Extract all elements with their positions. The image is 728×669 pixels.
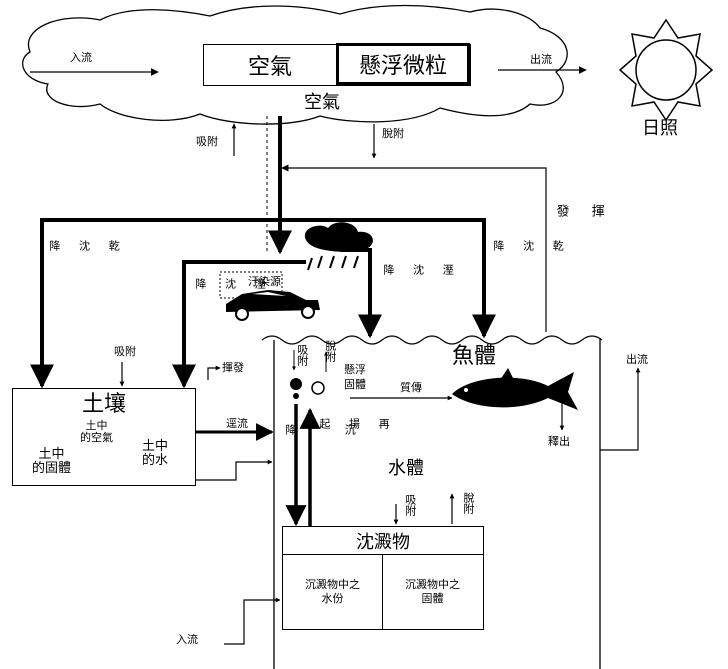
air-inflow-label: 入流	[70, 52, 92, 63]
suspended-solids-label: 懸浮 固體	[344, 362, 366, 393]
sediment-adsorb-label: 吸附	[402, 494, 417, 516]
air-outflow-label: 出流	[530, 54, 552, 65]
sun-icon	[620, 20, 712, 120]
runoff-label: 逕流	[226, 418, 248, 429]
sun-label: 日照	[642, 120, 678, 138]
dry-deposition-right-label: 乾沈降	[490, 240, 564, 251]
air-box: 空氣 懸浮微粒	[203, 44, 471, 86]
inflow-bottom-label: 入流	[176, 634, 198, 645]
mass-transfer-label: 質傳	[400, 382, 422, 393]
fish-icon	[452, 368, 578, 410]
fish-label: 魚體	[452, 346, 496, 368]
desorb-label: 脫附	[382, 128, 404, 139]
pollution-source-label: 汙染源	[248, 276, 281, 287]
air-label: 空氣	[204, 45, 336, 85]
water-desorb-label: 脫附	[322, 340, 337, 362]
soil-adsorb-label: 吸附	[114, 346, 136, 357]
sediment-solid-label: 沉澱物中之 固體	[383, 555, 482, 629]
resuspend-label: 再揚起	[316, 418, 390, 429]
soil-volatilize-label: 揮發	[222, 362, 244, 373]
outflow-right-label: 出流	[626, 354, 648, 365]
excrete-label: 釋出	[548, 436, 570, 447]
sediment-desorb-label: 脫附	[460, 492, 475, 514]
wet-deposition-right-label: 溼沈降	[380, 264, 454, 275]
soil-air-label: 土中 的空氣	[80, 420, 113, 444]
dry-deposition-left-label: 乾沈降	[46, 240, 120, 251]
cloud-air-label: 空氣	[304, 94, 340, 112]
rain-cloud-icon	[305, 222, 373, 270]
adsorb-label: 吸附	[196, 136, 218, 147]
soil-solid-label: 土中 的固體	[32, 448, 71, 477]
sediment-water-label: 沉澱物中之 水份	[283, 555, 383, 629]
particle-icon	[290, 378, 324, 399]
car-icon	[226, 290, 320, 320]
sediment-box: 沈澱物 沉澱物中之 水份 沉澱物中之 固體	[282, 526, 484, 630]
water-body-label: 水體	[388, 460, 424, 478]
suspended-particles-label: 懸浮微粒	[336, 43, 470, 85]
soil-water-label: 土中 的水	[142, 440, 168, 469]
sediment-title: 沈澱物	[283, 527, 483, 555]
water-adsorb-label: 吸附	[294, 344, 309, 366]
soil-title: 土壤	[13, 389, 195, 415]
volatilize-label: 揮發	[552, 204, 605, 217]
